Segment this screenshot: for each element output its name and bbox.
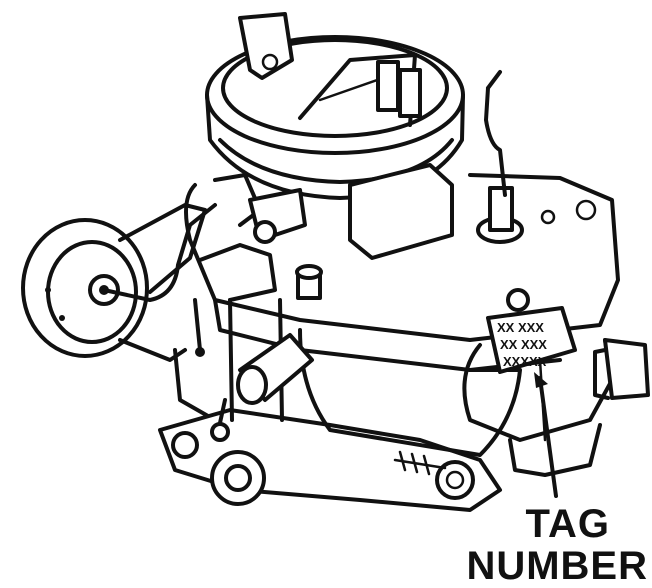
tag-marks-row1: XX XXX	[497, 320, 544, 335]
mounting-stud	[295, 264, 323, 300]
air-horn	[205, 35, 465, 200]
idle-mixture-screw	[210, 333, 447, 476]
horn-mounting-tab	[238, 12, 294, 80]
choke-pulloff-diaphragm	[21, 203, 207, 362]
tag-number-plate: XX XXX XX XXX XXXXX	[486, 288, 577, 374]
callout-label-tag: TAG	[525, 502, 610, 546]
fuel-inlet-fitting	[593, 338, 650, 400]
tag-marks-row2: XX XXX	[500, 337, 547, 352]
callout-label-number: NUMBER	[466, 544, 648, 588]
throttle-linkage	[102, 173, 307, 357]
vent-tower	[476, 70, 597, 244]
bowl-cover-pad	[348, 163, 454, 260]
choke-plate	[298, 53, 422, 127]
tag-marks-row3: XXXXX	[503, 354, 547, 369]
throttle-body-base	[158, 348, 502, 512]
callout-leader-line	[534, 372, 558, 498]
